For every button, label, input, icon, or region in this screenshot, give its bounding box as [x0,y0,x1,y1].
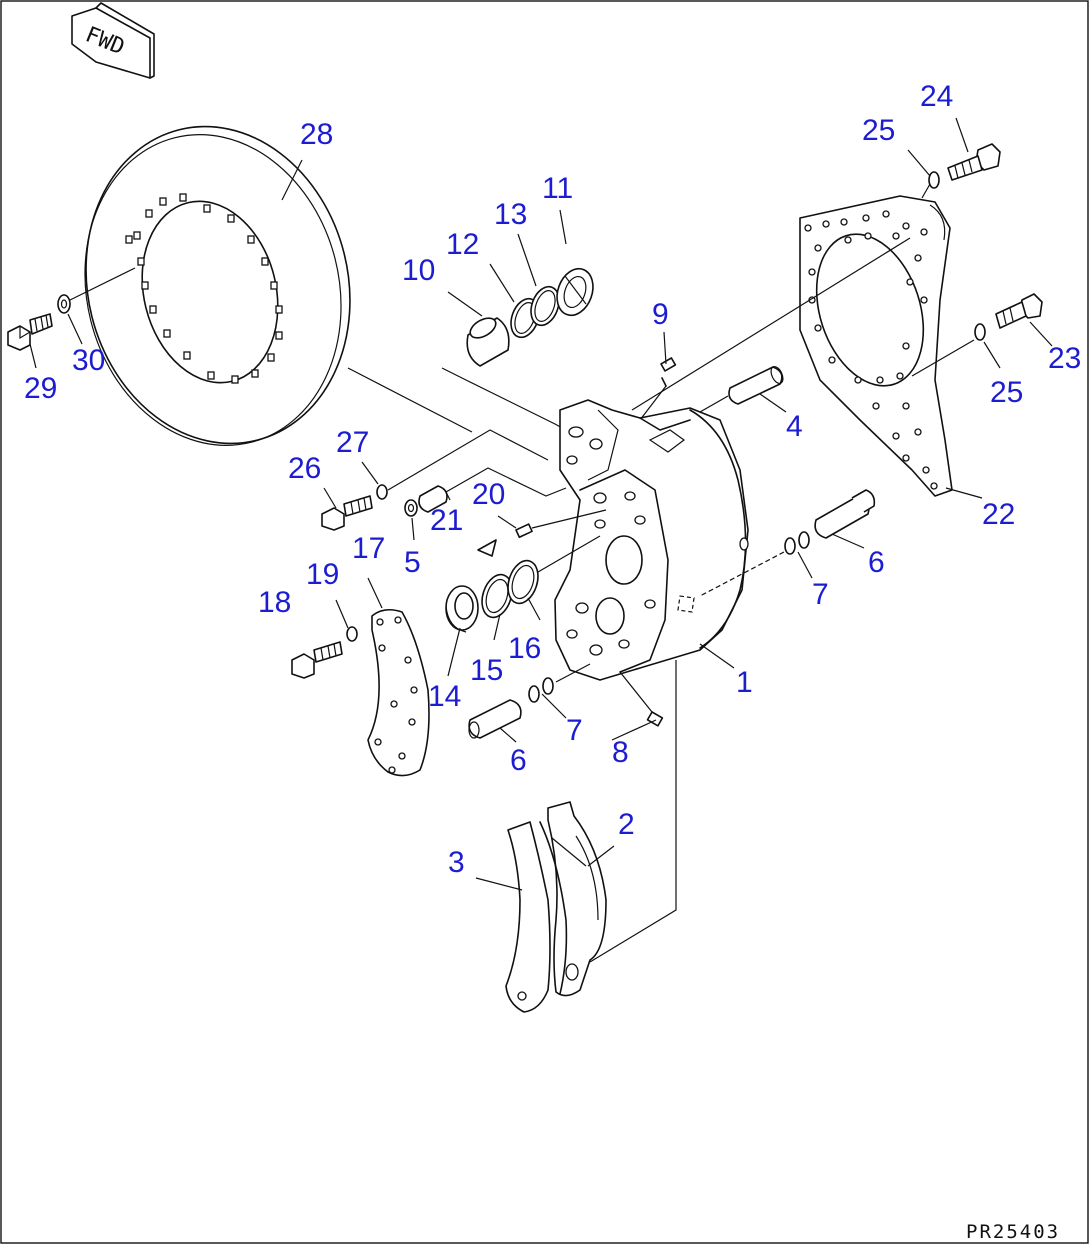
callout-23: 23 [1048,342,1081,375]
brake-disc [84,125,351,446]
bleeder-screw-8 [646,711,664,727]
callout-5: 5 [404,546,421,579]
brake-pad-3 [505,821,551,1013]
o-ring-7-left [528,677,554,703]
disc-washer [57,294,71,314]
bracket-washer-25-bottom [974,323,986,341]
callout-28: 28 [300,118,333,151]
bolt-26 [321,495,373,531]
callout-17: 17 [352,532,385,565]
bracket-washer-25-top [928,171,940,189]
callout-27: 27 [336,426,369,459]
figure-code: PR25403 [966,1221,1060,1243]
callout-26: 26 [288,452,321,485]
callout-18: 18 [258,586,291,619]
callout-4: 4 [786,410,803,443]
callout-20: 20 [472,478,505,511]
bracket-bolt-23 [995,293,1043,329]
callout-15: 15 [470,654,503,687]
callout-8: 8 [612,736,629,769]
callout-2: 2 [618,808,635,841]
slide-pin-6-left [468,699,522,739]
shim-plate-17 [367,608,430,777]
mounting-bracket [799,195,953,497]
callout-7-left: 7 [566,714,583,747]
fitting-20 [477,523,533,557]
disc-bolt [7,313,53,351]
callout-14: 14 [428,680,461,713]
washer-19 [346,626,358,642]
caliper-body [554,399,749,681]
callout-30: 30 [72,344,105,377]
fwd-arrow-icon: FWD [71,2,155,79]
callout-24: 24 [920,80,953,113]
callout-6-right: 6 [868,546,885,579]
leader-lines [29,117,1053,891]
callout-29: 29 [24,372,57,405]
piston-ring-13 [530,285,560,327]
bolt-18 [291,641,343,679]
callout-6-left: 6 [510,744,527,777]
piston [466,317,510,367]
disc-bolt-holes [125,193,283,384]
callout-7-right: 7 [812,578,829,611]
callout-13: 13 [494,198,527,231]
callout-1: 1 [736,666,753,699]
callout-labels: 1 2 3 4 5 6 6 7 7 8 9 10 11 12 13 14 15 … [24,80,1081,879]
washer-27 [376,484,388,500]
seal-16 [507,559,539,605]
callout-11: 11 [542,172,573,205]
slide-pin-6-right [814,489,876,539]
callout-25-top: 25 [862,114,895,147]
boot-11 [556,267,594,317]
seal-15 [481,573,513,619]
callout-16: 16 [508,632,541,665]
pin-5 [404,499,418,517]
callout-3: 3 [448,846,465,879]
callout-12: 12 [446,228,479,261]
callout-9: 9 [652,298,669,331]
bushing-21 [418,485,448,513]
brake-pad-2 [539,801,607,997]
callout-21: 21 [430,504,463,537]
o-ring-7-right [784,531,810,555]
piston-14 [445,585,479,633]
callout-10: 10 [402,254,435,287]
callout-19: 19 [306,558,339,591]
callout-22: 22 [982,498,1015,531]
bleeder-screw [660,357,677,387]
callout-25-bottom: 25 [990,376,1023,409]
bracket-bolt-24 [947,143,1001,181]
guide-pin-4 [728,365,784,405]
